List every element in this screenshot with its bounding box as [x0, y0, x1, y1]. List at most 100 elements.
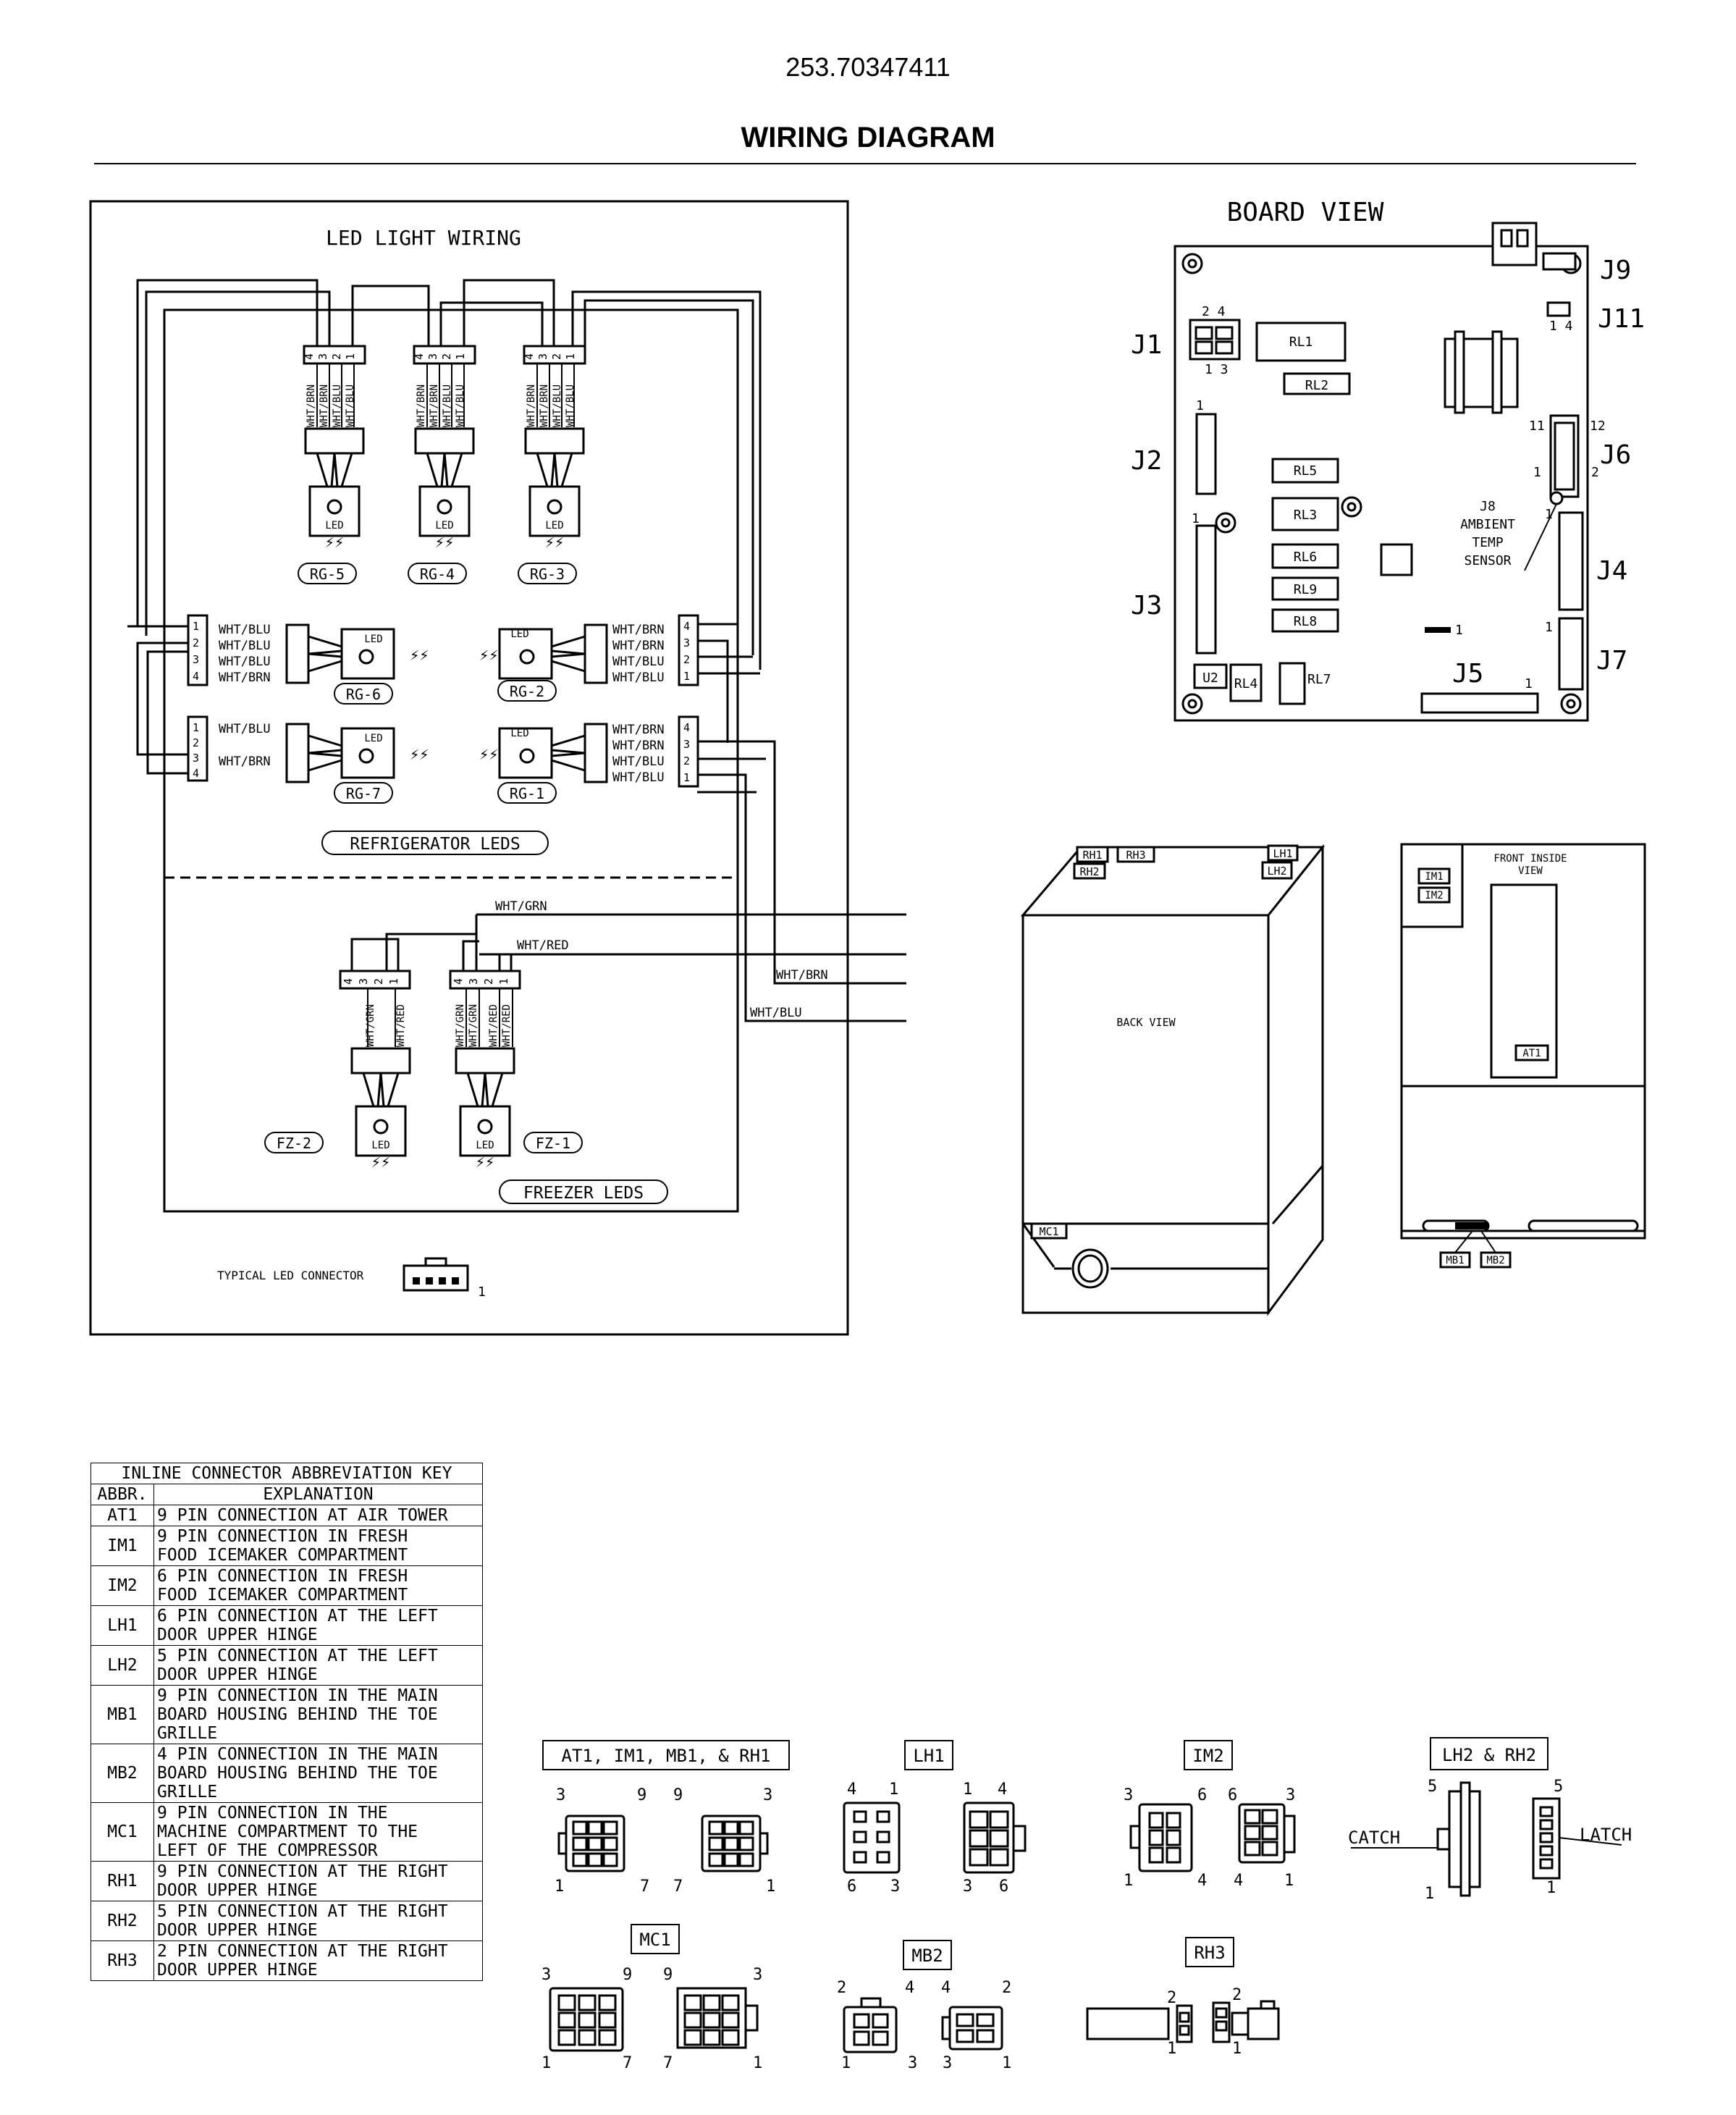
right-connector-block-1: 4 3 2 1 WHT/BRN WHT/BRN WHT/BLU WHT/BLU — [612, 614, 699, 686]
j8-label: J8 — [1480, 499, 1496, 514]
tag-rh1: RH1 — [1082, 849, 1102, 862]
j8-label: TEMP — [1472, 535, 1504, 550]
tag-mc1: MC1 — [1039, 1225, 1058, 1238]
light-rays-icon: ⚡⚡ — [410, 647, 429, 665]
wire-label: WHT/BRN — [306, 384, 317, 427]
wire-label: WHT/GRN — [468, 1004, 479, 1047]
light-rays-icon: ⚡⚡ — [325, 534, 345, 552]
j8-label: SENSOR — [1464, 553, 1511, 568]
mb2-label: MB2 — [911, 1946, 943, 1966]
tag-at1: AT1 — [1522, 1048, 1541, 1059]
explanation-line: LEFT OF THE COMPRESSOR — [157, 1841, 378, 1860]
pin-label: 5 — [1554, 1778, 1563, 1796]
pin-label: 3 — [193, 752, 199, 765]
page-title: WIRING DIAGRAM — [741, 122, 995, 154]
led-label: LED — [545, 520, 563, 531]
pin-label: 4 — [683, 721, 690, 734]
explanation-line: 4 PIN CONNECTION IN THE MAIN — [157, 1745, 438, 1764]
pin-label: 4 — [342, 978, 355, 985]
pin-label: 2 — [1232, 1986, 1242, 2004]
pin-label: 3 — [536, 353, 549, 360]
rg7-label: RG-7 — [346, 785, 381, 802]
wire-label: WHT/BLU — [332, 384, 343, 427]
pin-label: 3 — [1124, 1786, 1133, 1804]
freezer-leds-label: FREEZER LEDS — [523, 1184, 644, 1203]
rg5-label: RG-5 — [310, 565, 345, 583]
pin-label: 1 — [478, 1284, 486, 1300]
light-rays-icon: ⚡⚡ — [435, 534, 455, 552]
left-connector-block-1: 1 2 3 4 WHT/BLU WHT/BLU WHT/BLU WHT/BRN — [187, 614, 271, 686]
pin-label: 1 — [1192, 511, 1200, 526]
explanation-line: BOARD HOUSING BEHIND THE TOE — [157, 1705, 438, 1724]
pin-label: 4 — [1197, 1872, 1207, 1890]
pin-label: 6 — [847, 1878, 856, 1896]
wire-label: WHT/BRN — [429, 384, 440, 427]
pin-label: 1 4 — [1549, 319, 1573, 334]
abbr-cell: RH3 — [90, 1940, 154, 1981]
wire-label: WHT/BLU — [612, 754, 665, 769]
pin-label: 1 — [753, 2054, 762, 2072]
relay-rl8: RL8 — [1294, 614, 1318, 629]
pin-label: 2 — [1167, 1989, 1176, 2007]
led-wiring-section: LED LIGHT WIRING — [89, 200, 906, 1336]
connector-j2: J2 — [1131, 446, 1162, 476]
pin-label: 1 — [344, 353, 357, 360]
relay-rl5: RL5 — [1294, 463, 1318, 479]
connector-j1: J1 — [1131, 330, 1162, 360]
pin-label: 3 — [890, 1878, 900, 1896]
pin-label: 2 — [193, 636, 199, 649]
svg-text:LED: LED — [364, 634, 382, 645]
pin-label: 1 — [193, 620, 199, 633]
pin-label: 1 3 — [1205, 362, 1229, 377]
pin-label: 1 — [1545, 507, 1553, 522]
key-table-title: INLINE CONNECTOR ABBREVIATION KEY — [90, 1463, 483, 1484]
svg-text:LED: LED — [510, 628, 528, 640]
tag-im2: IM2 — [1425, 890, 1443, 901]
right-connector-block-2: 4 3 2 1 WHT/BRN WHT/BRN WHT/BLU WHT/BLU — [612, 715, 699, 788]
connector-j11: J11 — [1598, 304, 1645, 334]
abbr-cell: IM2 — [90, 1565, 154, 1606]
wire-label: WHT/BLU — [612, 770, 665, 785]
pin-label: 4 — [683, 620, 690, 633]
explanation-line: 9 PIN CONNECTION AT AIR TOWER — [157, 1506, 448, 1525]
top-connector-rg5: 4 3 2 1 WHT/BRN WHT/BRN WHT/BLU WHT/BLU … — [298, 345, 366, 584]
rg2-label: RG-2 — [510, 683, 544, 700]
pin-label: 7 — [673, 1878, 683, 1896]
explanation-line: MACHINE COMPARTMENT TO THE — [157, 1822, 418, 1841]
pin-label: 3 — [1286, 1786, 1295, 1804]
pin-label: 2 — [837, 1979, 846, 1997]
svg-text:LED: LED — [510, 728, 528, 739]
wire-label: WHT/RED — [517, 938, 569, 953]
pin-label: 6 — [1228, 1786, 1237, 1804]
lh2-rh2-connector-icon — [1436, 1781, 1561, 1897]
abbreviation-key-table: INLINE CONNECTOR ABBREVIATION KEY ABBR. … — [90, 1463, 483, 1981]
at1-group-label: AT1, IM1, MB1, & RH1 — [562, 1746, 771, 1766]
pin-label: 7 — [640, 1878, 649, 1896]
wire-label: WHT/BLU — [219, 722, 271, 736]
explanation-line: GRILLE — [157, 1724, 218, 1743]
tag-lh2: LH2 — [1267, 865, 1286, 878]
tag-im1: IM1 — [1425, 871, 1443, 883]
pin-label: 1 — [1425, 1885, 1434, 1903]
led-wires — [127, 279, 906, 1213]
pin-label: 3 — [753, 1966, 762, 1984]
typical-led-connector-icon — [403, 1257, 469, 1292]
relay-rl3: RL3 — [1294, 508, 1318, 523]
explanation-line: 5 PIN CONNECTION AT THE RIGHT — [157, 1902, 448, 1921]
pin-label: 3 — [943, 2054, 952, 2072]
pin-label: 4 — [941, 1979, 951, 1997]
pin-label: 4 — [193, 767, 199, 780]
key-col-abbr: ABBR. — [90, 1484, 154, 1505]
rg1-label: RG-1 — [510, 785, 544, 802]
pin-label: 3 — [316, 353, 329, 360]
pin-label: 3 — [683, 636, 690, 649]
pin-label: 3 — [193, 653, 199, 666]
pin-label: 1 — [841, 2054, 851, 2072]
